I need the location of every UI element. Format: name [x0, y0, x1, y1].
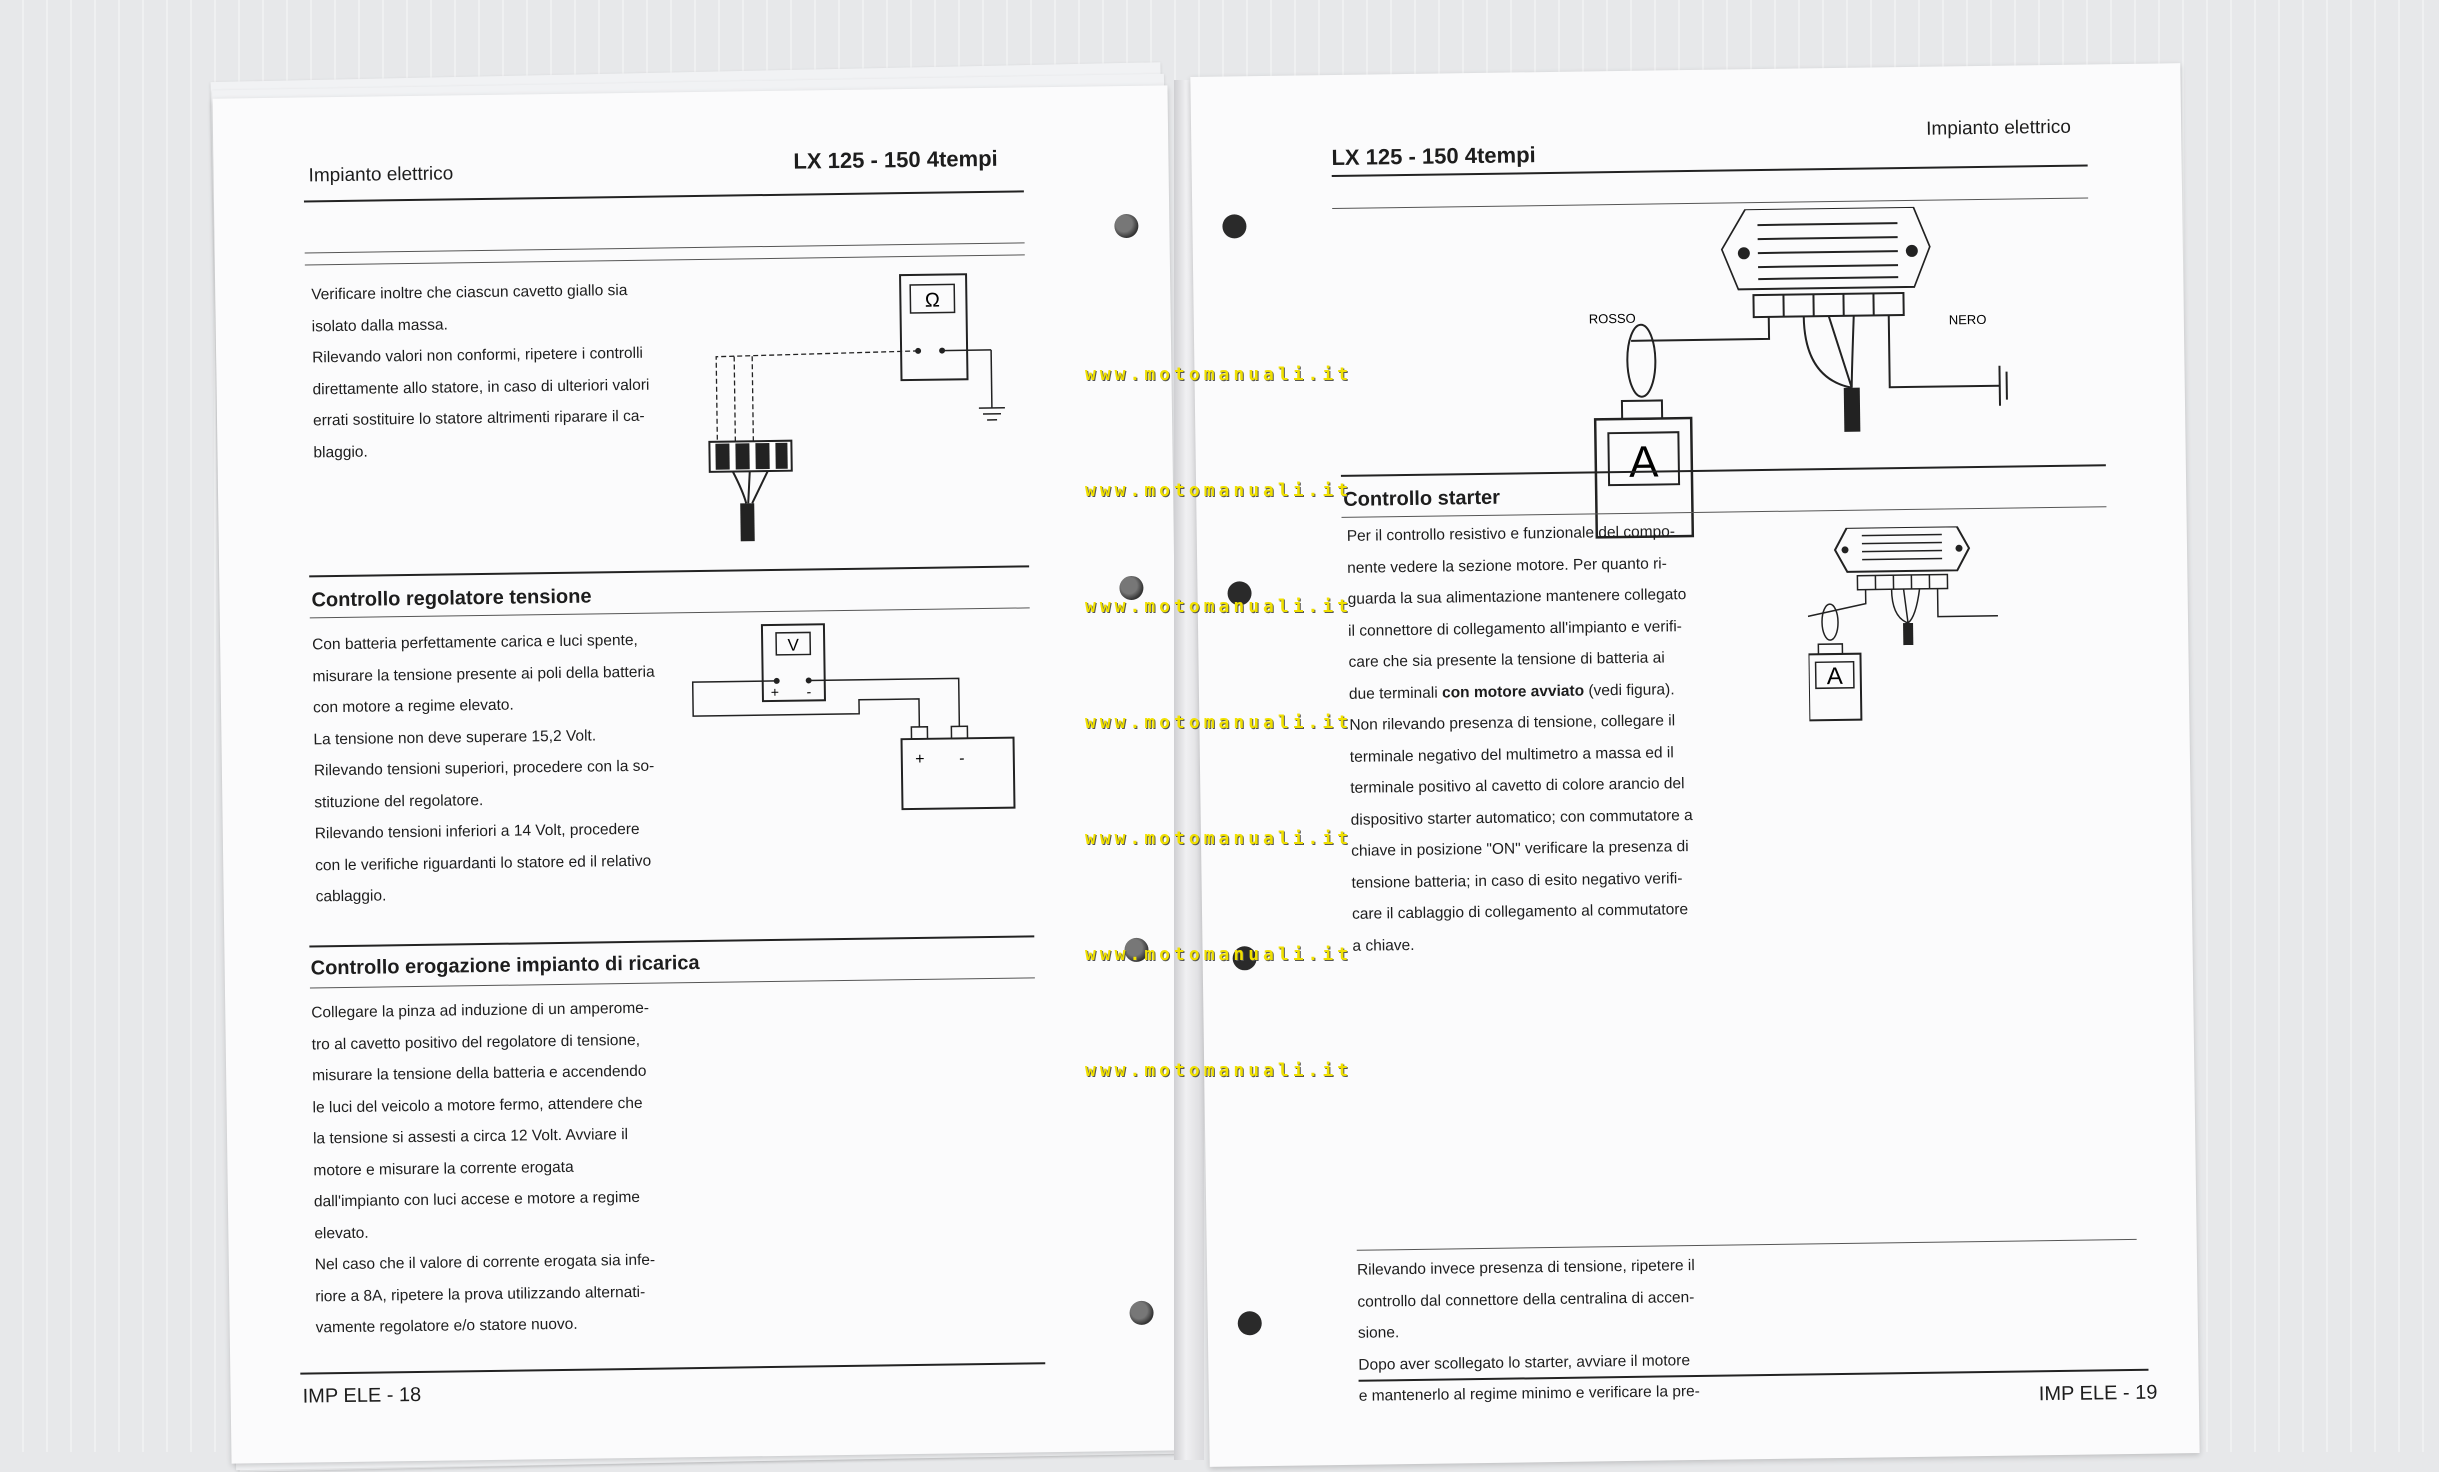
text-line: con le verifiche riguardanti lo statore …	[315, 845, 695, 882]
cable-bundle	[733, 471, 768, 503]
intro-line: Rilevando valori non conformi, ripetere …	[312, 337, 672, 374]
regolatore-paragraph: Con batteria perfettamente carica e luci…	[312, 624, 696, 913]
intro-paragraph: Verificare inoltre che ciascun cavetto g…	[311, 274, 674, 468]
connector-pin	[715, 444, 729, 470]
wire	[809, 678, 960, 728]
text-line: La tensione non deve superare 15,2 Volt.	[313, 719, 693, 756]
dashed-wire	[734, 356, 735, 441]
ohmmeter-stator-diagram: Ω	[685, 267, 1049, 542]
text-line: cablaggio.	[315, 876, 695, 913]
left-page: Impianto elettrico LX 125 - 150 4tempi V…	[213, 85, 1187, 1463]
battery-plus: +	[915, 751, 925, 768]
mounting-hole	[1738, 247, 1750, 259]
regulator-connector	[1753, 293, 1903, 317]
text-line: Nel caso che il valore di corrente eroga…	[315, 1244, 705, 1281]
text-line: misurare la tensione della batteria e ac…	[312, 1055, 702, 1092]
watermark-text: www.motomanuali.it	[1085, 1060, 1352, 1081]
watermark-text: www.motomanuali.it	[1085, 944, 1352, 965]
dashed-wire	[716, 351, 919, 442]
battery-minus: -	[959, 750, 965, 767]
text-line: misurare la tensione presente ai poli de…	[312, 656, 692, 693]
text-line: a chiave.	[1352, 924, 1782, 962]
section-title-erogazione: Controllo erogazione impianto di ricaric…	[311, 952, 700, 980]
text-line: Con batteria perfettamente carica e luci…	[312, 624, 692, 661]
wire	[942, 350, 991, 351]
clamp-probe	[1627, 325, 1656, 397]
intro-line: errati sostituire lo statore altrimenti …	[313, 400, 673, 437]
ammeter-symbol: A	[1827, 663, 1843, 690]
left-header-section: Impianto elettrico	[308, 163, 453, 187]
connector-pin	[735, 443, 749, 469]
binder-hole	[1238, 1311, 1262, 1335]
text-line: Collegare la pinza ad induzione di un am…	[311, 992, 701, 1029]
text-line: Rilevando tensioni inferiori a 14 Volt, …	[315, 813, 695, 850]
cable-sheath	[1844, 388, 1861, 432]
right-header-title: LX 125 - 150 4tempi	[1331, 142, 1536, 171]
left-divider	[305, 242, 1025, 253]
text-fragment: (vedi figura).	[1584, 681, 1675, 699]
regulator-body	[1835, 526, 1970, 572]
bold-fragment: con motore avviato	[1442, 682, 1584, 701]
volt-symbol: V	[787, 636, 799, 655]
text-line: stituzione del regolatore.	[314, 782, 694, 819]
text-line: vamente regolatore e/o statore nuovo.	[315, 1307, 705, 1344]
clamp-probe	[1822, 604, 1839, 640]
ammeter-symbol: A	[1629, 437, 1660, 486]
section-rule	[310, 977, 1035, 988]
binder-hole	[1222, 214, 1246, 238]
ohm-symbol: Ω	[925, 290, 940, 312]
cable-sheath	[740, 503, 755, 541]
text-line: Rilevando tensioni superiori, procedere …	[314, 750, 694, 787]
regulator-connector	[1857, 574, 1947, 589]
label-nero: NERO	[1949, 312, 1987, 328]
intro-line: blaggio.	[313, 432, 673, 469]
left-page-footer: IMP ELE - 18	[302, 1384, 421, 1409]
text-fragment: due terminali	[1349, 684, 1442, 702]
watermark-text: www.motomanuali.it	[1085, 596, 1352, 617]
battery-terminal	[911, 727, 927, 739]
battery-body	[902, 738, 1015, 810]
starter-paragraph: Per il controllo resistivo e funzionale …	[1347, 515, 1783, 962]
connector-pin	[755, 443, 769, 469]
plus-symbol: +	[771, 684, 779, 700]
minus-symbol: -	[806, 683, 811, 699]
voltmeter-battery-diagram: V + - + -	[688, 617, 1051, 842]
left-header-title: LX 125 - 150 4tempi	[793, 146, 998, 175]
footer-rule	[300, 1362, 1045, 1374]
left-header-rule	[304, 190, 1024, 202]
section-rule	[309, 565, 1029, 577]
wire-bundle	[1804, 316, 1855, 389]
dashed-wire	[752, 356, 753, 441]
intro-line: isolato dalla massa.	[311, 306, 671, 343]
starter-paragraph-continued: Rilevando invece presenza di tensione, r…	[1357, 1249, 1789, 1412]
right-page: LX 125 - 150 4tempi Impianto elettrico R…	[1190, 63, 2199, 1467]
intro-line: direttamente allo statore, in caso di ul…	[312, 369, 672, 406]
watermark-text: www.motomanuali.it	[1085, 828, 1352, 849]
wire	[991, 350, 992, 408]
connector-pin	[775, 443, 787, 469]
label-rosso: ROSSO	[1589, 311, 1636, 327]
section-title-starter: Controllo starter	[1343, 487, 1500, 512]
erogazione-paragraph: Collegare la pinza ad induzione di un am…	[311, 992, 706, 1344]
binder-hole	[1114, 214, 1138, 238]
watermark-text: www.motomanuali.it	[1085, 364, 1352, 385]
text-line: con motore a regime elevato.	[313, 687, 693, 724]
intro-line: Verificare inoltre che ciascun cavetto g…	[311, 274, 671, 311]
battery-terminal	[951, 726, 967, 738]
section-title-regolatore: Controllo regolatore tensione	[311, 585, 591, 612]
binder-hole	[1129, 1301, 1153, 1325]
mounting-hole	[1906, 245, 1918, 257]
ammeter-neck	[1622, 400, 1662, 419]
right-header-section: Impianto elettrico	[1926, 117, 2071, 141]
watermark-text: www.motomanuali.it	[1085, 480, 1352, 501]
watermark-text: www.motomanuali.it	[1085, 712, 1352, 733]
section-rule	[309, 935, 1034, 947]
starter-small-diagram: A	[1807, 525, 2030, 758]
regulator-fins	[1757, 223, 1898, 279]
left-divider	[305, 254, 1025, 265]
right-page-footer: IMP ELE - 19	[2039, 1382, 2158, 1407]
ground-symbol	[1999, 366, 2000, 406]
